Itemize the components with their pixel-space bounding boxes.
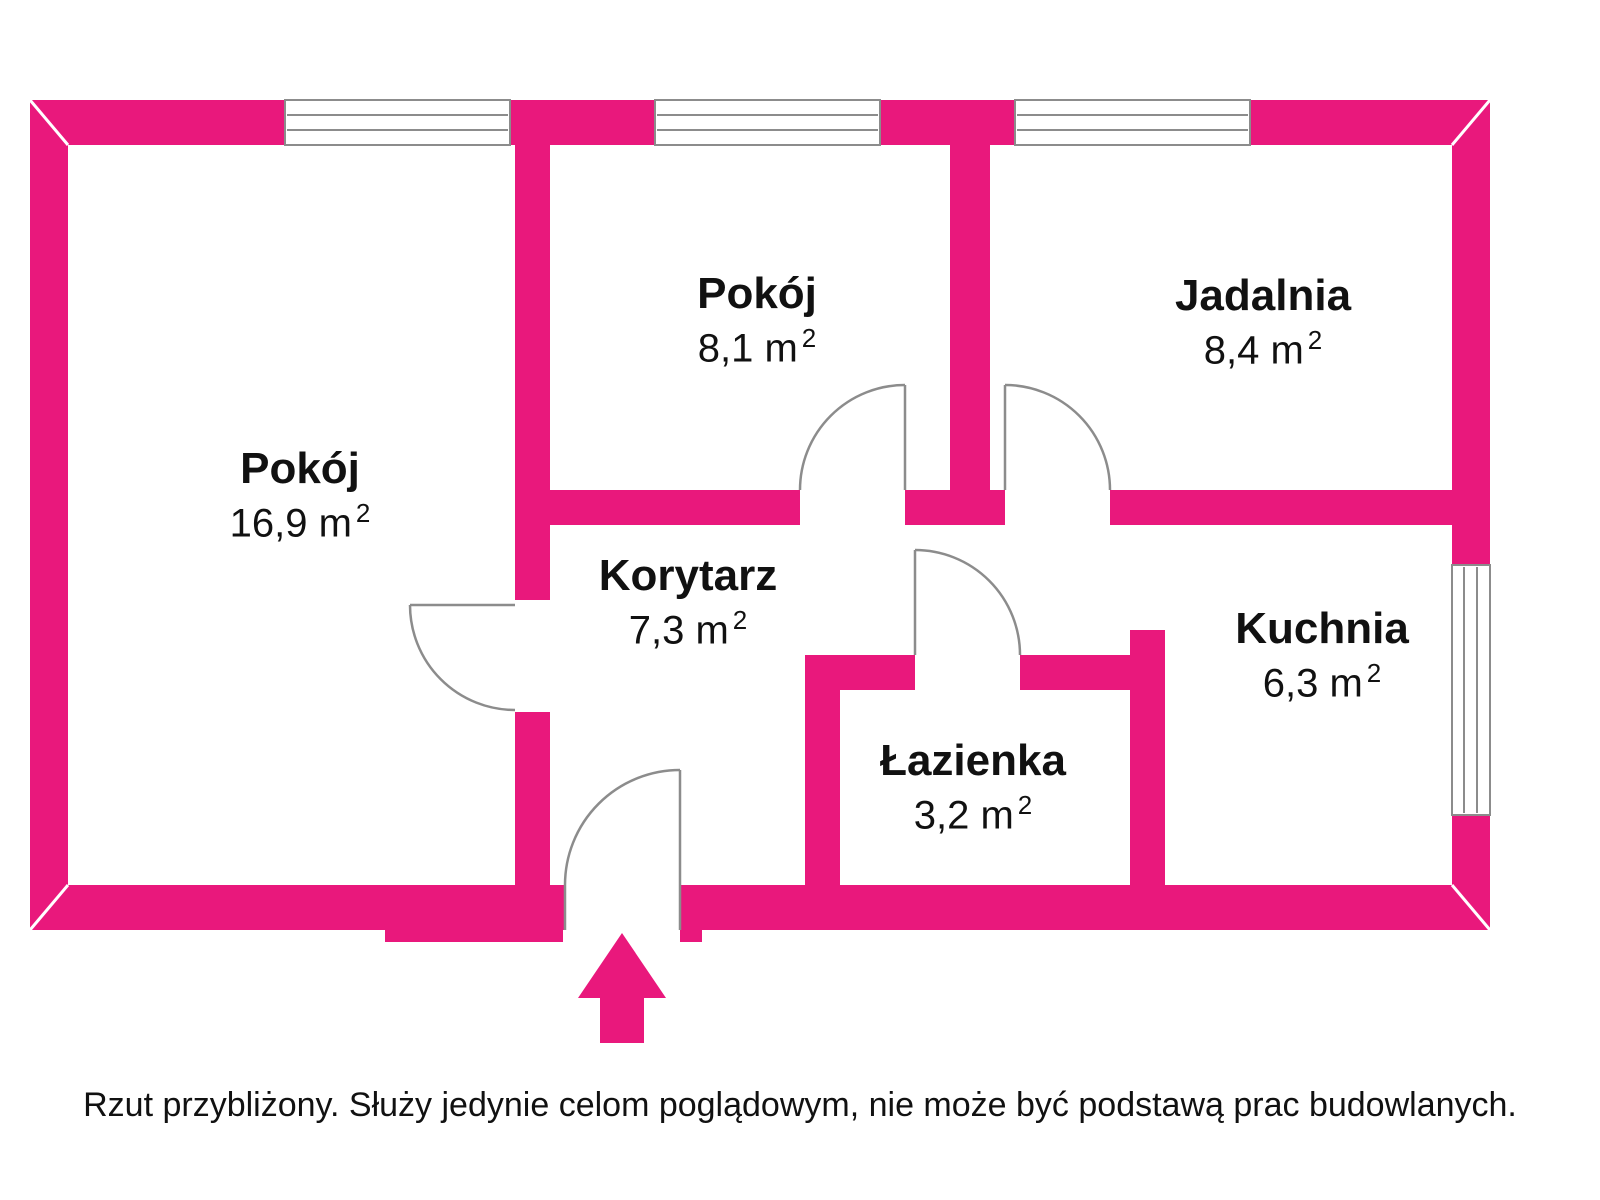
room-name: Kuchnia [1235, 604, 1409, 654]
room-name: Pokój [697, 269, 817, 319]
entrance-opening [565, 885, 680, 930]
wall-bath-left [805, 690, 840, 885]
wall-corridor-right [1110, 490, 1452, 525]
miter-bottom-left [28, 884, 70, 931]
wall-corridor-mid [905, 490, 1005, 525]
window-pokoj [654, 99, 881, 146]
threshold-right [680, 930, 702, 942]
wall-left [30, 100, 68, 930]
window-kuchnia [1451, 564, 1491, 816]
interior-walls [515, 145, 1452, 885]
door-lazienka [913, 548, 1022, 656]
wall-bigroom-upper [515, 145, 550, 600]
doors [408, 383, 1112, 930]
disclaimer-text: Rzut przybliżony. Służy jedynie celom po… [83, 1086, 1517, 1124]
room-name: Pokój [240, 444, 360, 494]
window-bigroom [284, 99, 511, 146]
room-name: Łazienka [880, 736, 1066, 786]
wall-bath-top-right [1020, 655, 1165, 690]
corner-miters [28, 99, 1492, 931]
wall-corridor-left [550, 490, 800, 525]
miter-top-left [28, 99, 70, 146]
wall-pokoj-jadalnia [950, 145, 990, 490]
wall-bottom-left [30, 885, 565, 930]
wall-bottom-right [680, 885, 1490, 930]
entrance-arrow-icon [578, 933, 666, 1043]
room-name: Korytarz [598, 551, 778, 601]
room-name: Jadalnia [1174, 271, 1352, 321]
door-jadalnia [1003, 383, 1112, 491]
miter-bottom-right [1450, 884, 1492, 931]
threshold-left [385, 930, 563, 942]
wall-bath-top-left [805, 655, 915, 690]
door-entrance [563, 768, 682, 930]
wall-bigroom-lower [515, 712, 550, 885]
window-jadalnia [1014, 99, 1251, 146]
miter-top-right [1450, 99, 1492, 146]
door-pokoj [798, 383, 907, 491]
windows [284, 99, 1491, 816]
door-bigroom [408, 603, 516, 712]
